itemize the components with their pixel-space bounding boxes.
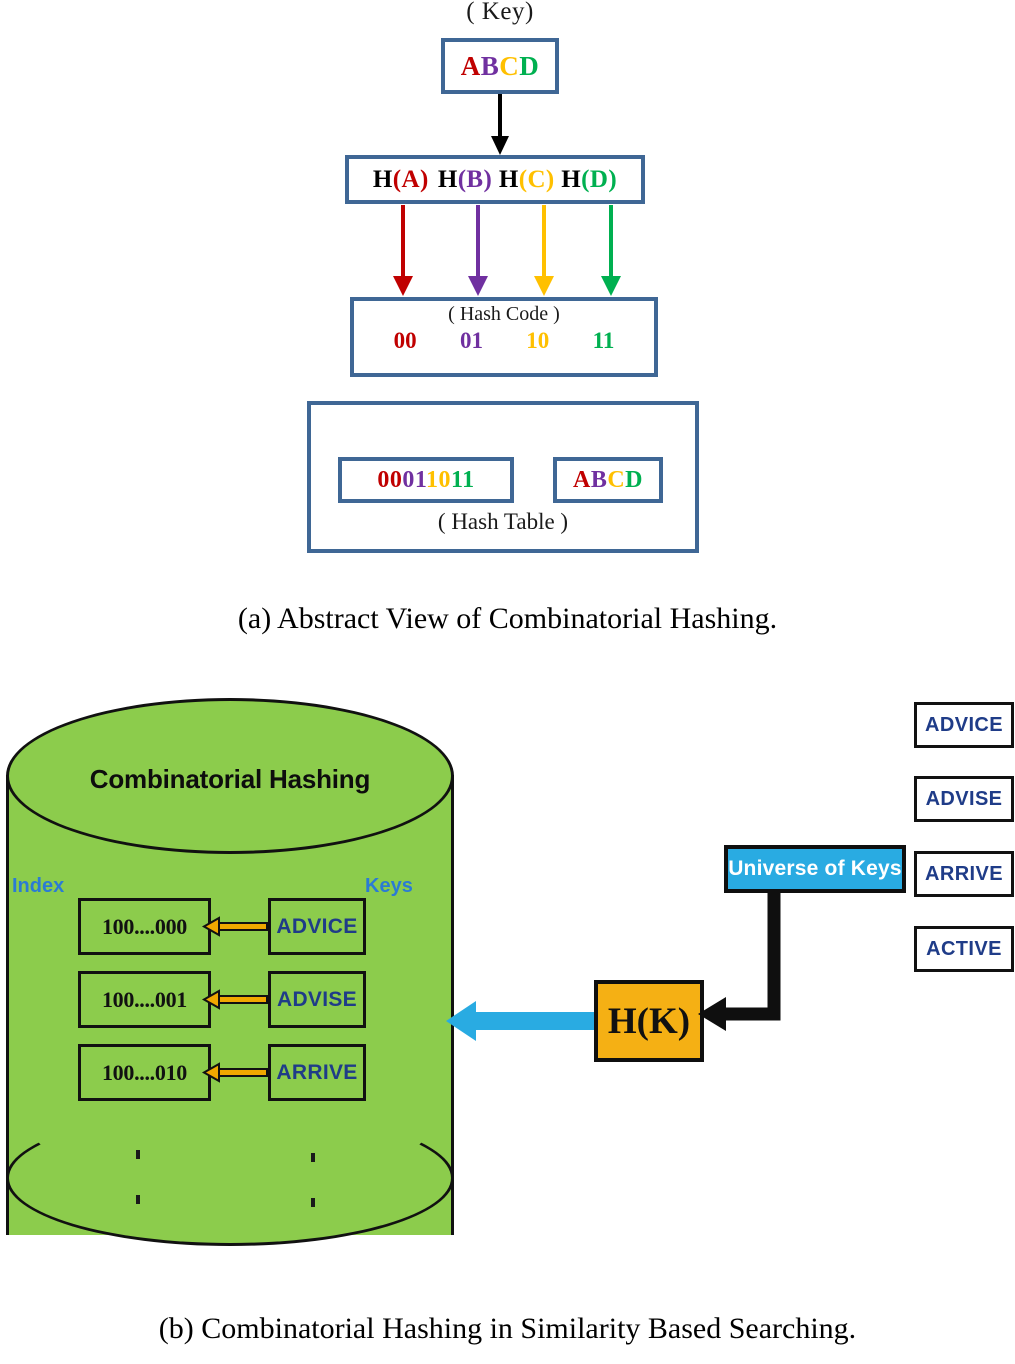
key-slot-0: ADVICE (268, 898, 366, 955)
ht-bits-00: 00 (377, 466, 403, 493)
index-column-label: Index (12, 875, 65, 897)
panel-b-similarity-search: Combinatorial Hashing Index Keys 100....… (0, 680, 1015, 1345)
arrow-hash-to-code-red (393, 205, 413, 296)
arrow-key-to-index-2 (201, 1062, 268, 1083)
index-slot-2: 100....010 (78, 1044, 211, 1101)
cylinder-title: Combinatorial Hashing (89, 764, 371, 794)
ellipsis-dot-index-1 (136, 1195, 140, 1204)
hash-code-11: 11 (592, 328, 615, 353)
hash-code-box: ( Hash Code ) 00 01 10 11 (350, 297, 658, 377)
key-label: ( Key) (466, 0, 534, 25)
hash-table-key-text: ABCD (573, 467, 643, 494)
index-slot-1: 100....001 (78, 971, 211, 1028)
cylinder-bottom-cap (6, 1110, 454, 1246)
arrow-hashfn-to-cylinder (446, 1001, 596, 1041)
hf-h-1: H (372, 165, 393, 193)
panel-a-abstract-view: ( Key) ABCD H(A) H(B) H(C) H(D) (0, 0, 1015, 660)
hash-code-10: 10 (526, 328, 550, 353)
hf-arg-3: (C) (518, 165, 555, 193)
hf-h-2: H (437, 165, 458, 193)
hf-arg-2: (B) (457, 165, 493, 193)
hash-table-bits-text: 00011011 (377, 467, 474, 494)
hash-function-box: H(A) H(B) H(C) H(D) (345, 155, 645, 204)
arrow-hash-to-code-gold (534, 205, 554, 296)
arrow-key-to-hash-function (491, 94, 509, 155)
ellipsis-dot-index-0 (136, 1150, 140, 1159)
ht-bits-11: 11 (451, 466, 475, 493)
universe-key-0: ADVICE (914, 702, 1014, 748)
caption-panel-a: (a) Abstract View of Combinatorial Hashi… (237, 602, 778, 635)
universe-of-keys-box: Universe of Keys (724, 845, 906, 893)
hf-h-4: H (561, 165, 582, 193)
key-slot-2: ARRIVE (268, 1044, 366, 1101)
arrow-key-to-index-1 (201, 989, 268, 1010)
universe-key-1: ADVISE (914, 776, 1014, 822)
arrows-hash-to-code (393, 205, 621, 296)
ht-key-letter-d: D (625, 466, 644, 493)
arrow-hash-to-code-purple (468, 205, 488, 296)
key-letter-b: B (480, 50, 500, 81)
arrow-universe-to-hashfn (698, 893, 781, 1031)
arrows-key-to-index (201, 916, 268, 1083)
hf-h-3: H (498, 165, 519, 193)
cylinder-top-cap (6, 698, 454, 854)
key-letter-c: C (499, 50, 520, 81)
hash-function-box-b: H(K) (594, 980, 704, 1062)
hash-code-values: 00 01 10 11 (354, 328, 654, 354)
keys-column-label: Keys (365, 875, 413, 897)
ellipsis-dot-keys-0 (311, 1153, 315, 1162)
key-box: ABCD (441, 38, 559, 94)
key-box-text: ABCD (461, 51, 540, 82)
hash-code-title: ( Hash Code ) (448, 303, 560, 325)
hash-table-key-cell: ABCD (553, 457, 663, 503)
arrow-hash-to-code-green (601, 205, 621, 296)
key-letter-d: D (519, 50, 540, 81)
hash-function-text: H(A) H(B) H(C) H(D) (373, 166, 617, 194)
hash-table-bits-cell: 00011011 (338, 457, 514, 503)
universe-key-2: ARRIVE (914, 851, 1014, 897)
ht-key-letter-b: B (590, 466, 608, 493)
hash-table-title: ( Hash Table ) (437, 509, 569, 534)
hf-arg-4: (D) (581, 165, 618, 193)
key-slot-1: ADVISE (268, 971, 366, 1028)
hash-code-00: 00 (393, 328, 417, 353)
arrow-key-to-index-0 (201, 916, 268, 937)
ht-key-letter-c: C (607, 466, 626, 493)
index-slot-0: 100....000 (78, 898, 211, 955)
caption-panel-b: (b) Combinatorial Hashing in Similarity … (158, 1312, 857, 1345)
key-letter-a: A (460, 50, 481, 81)
ht-bits-01: 01 (402, 466, 426, 493)
ellipsis-dot-keys-1 (311, 1198, 315, 1207)
ht-key-letter-a: A (572, 466, 591, 493)
hash-table-box: 00011011 ABCD ( Hash Table ) (307, 401, 699, 553)
universe-key-3: ACTIVE (914, 926, 1014, 972)
ht-bits-10: 10 (426, 466, 451, 493)
hf-arg-1: (A) (392, 165, 429, 193)
hash-code-01: 01 (459, 328, 483, 353)
